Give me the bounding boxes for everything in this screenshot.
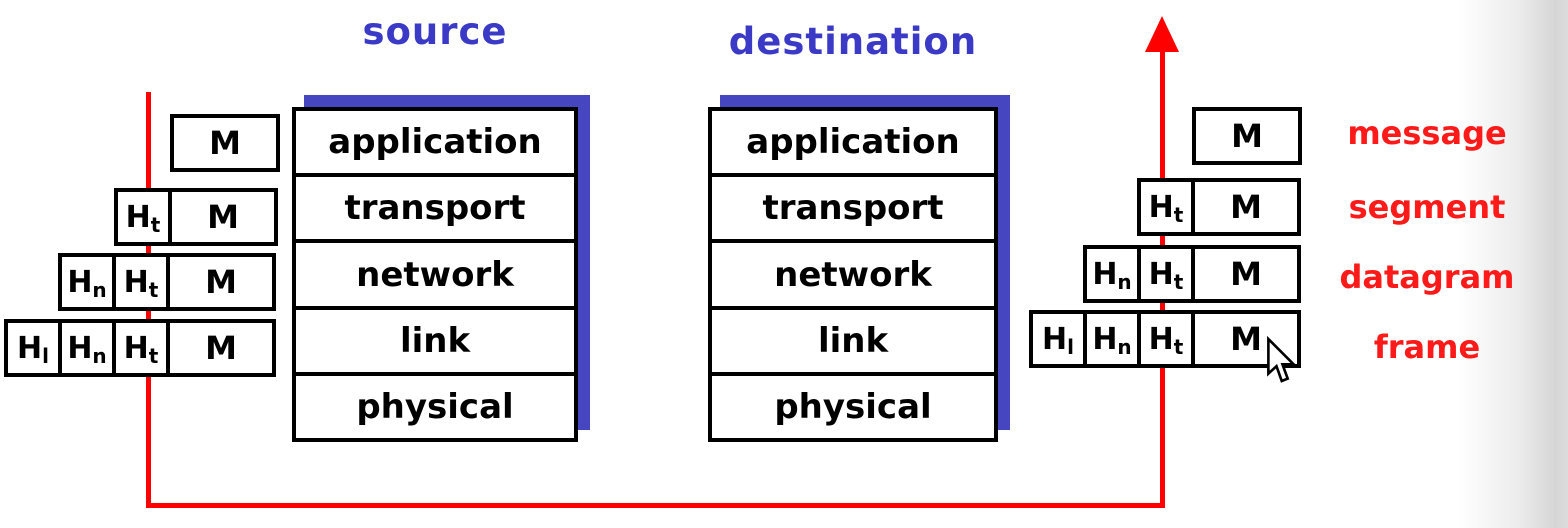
destination-layer-application: application bbox=[746, 122, 960, 163]
destination-layer-transport: transport bbox=[712, 173, 994, 239]
pdu-cell-m: M bbox=[166, 253, 276, 311]
pdu-label-frame: frame bbox=[1373, 328, 1481, 366]
mouse-pointer-icon bbox=[1267, 336, 1297, 383]
pdu-cell-m: M bbox=[168, 188, 278, 246]
pdu-cell-m: M bbox=[170, 114, 280, 172]
pdu-cell-m: M bbox=[1191, 245, 1301, 303]
pdu-label-datagram: datagram bbox=[1339, 258, 1515, 296]
source-stack: application transport network link physi… bbox=[292, 95, 590, 442]
source-title: source bbox=[362, 10, 508, 53]
left-message-row: M bbox=[170, 114, 280, 172]
pdu-cell-m: M bbox=[166, 319, 276, 377]
pdu-cell-m: M bbox=[1191, 178, 1301, 236]
slide-edge-gradient bbox=[1458, 0, 1568, 528]
destination-title: destination bbox=[728, 20, 978, 63]
red-up-arrow-icon bbox=[1145, 16, 1179, 52]
destination-stack-box: application transport network link physi… bbox=[708, 107, 998, 442]
red-line-bottom-horizontal bbox=[146, 503, 1165, 508]
source-layer-transport: transport bbox=[296, 173, 574, 239]
destination-stack: application transport network link physi… bbox=[708, 95, 1010, 442]
pdu-label-segment: segment bbox=[1348, 188, 1506, 226]
source-stack-box: application transport network link physi… bbox=[292, 107, 578, 442]
right-message-row: M bbox=[1192, 107, 1302, 165]
source-layer-link: link bbox=[296, 305, 574, 372]
source-layer-network: network bbox=[296, 239, 574, 305]
destination-layer-physical: physical bbox=[712, 371, 994, 438]
source-layer-application: application bbox=[328, 122, 542, 163]
destination-layer-link: link bbox=[712, 305, 994, 372]
pdu-label-message: message bbox=[1347, 114, 1507, 152]
source-layer-physical: physical bbox=[296, 371, 574, 438]
pdu-cell-m: M bbox=[1192, 107, 1302, 165]
destination-layer-network: network bbox=[712, 239, 994, 305]
